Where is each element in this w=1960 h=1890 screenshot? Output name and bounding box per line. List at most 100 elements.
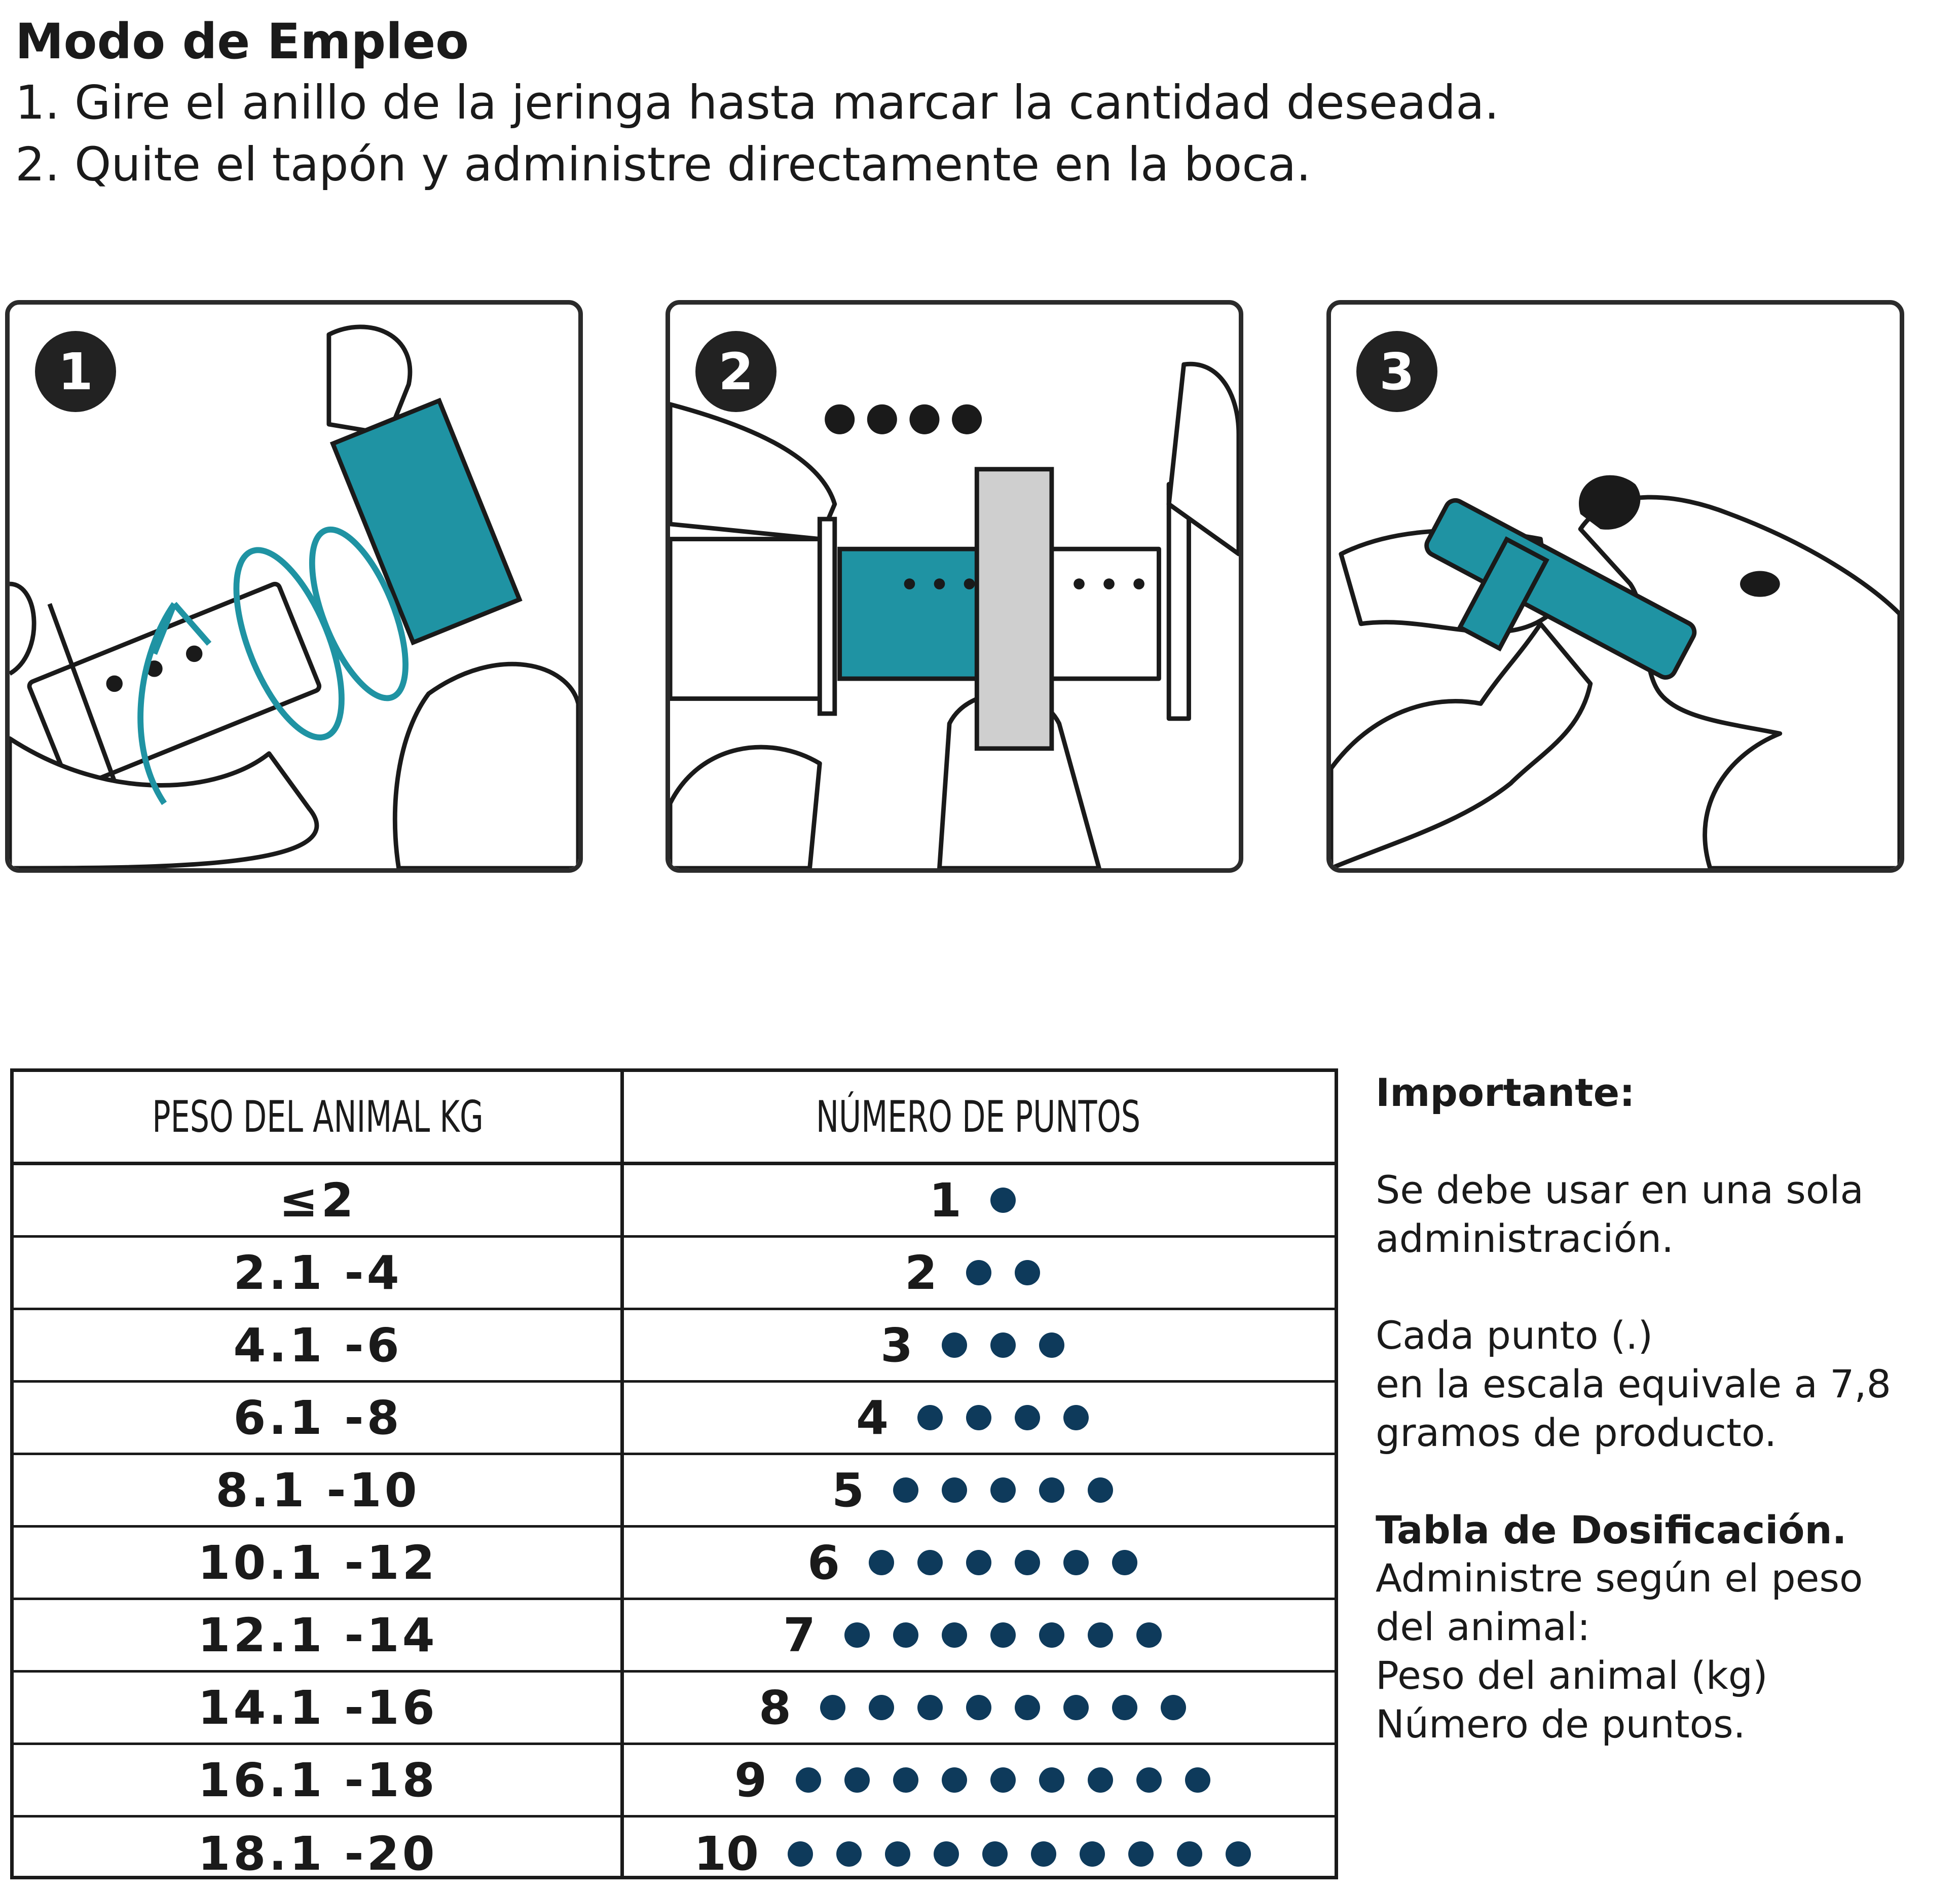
weight-cell: 16.1 -18 (198, 1753, 438, 1807)
dose-dot-icon (1039, 1767, 1064, 1793)
syringe-ring-rotate-illustration-icon (10, 324, 578, 868)
dose-dot-icon (836, 1841, 862, 1867)
dose-dot-icon (1080, 1841, 1105, 1867)
points-number: 3 (880, 1318, 913, 1373)
note-dosing-2: del animal: (1376, 1604, 1591, 1649)
dose-dot-icon (966, 1550, 991, 1575)
step-badge-1: 1 (35, 331, 116, 412)
table-row: 4.1 -6 3 (14, 1310, 1335, 1383)
dose-dot-icon (934, 1841, 959, 1867)
dose-dot-icon (893, 1622, 918, 1648)
points-cell: 8 (622, 1673, 1335, 1743)
dose-dot-icon (966, 1405, 991, 1430)
points-number: 9 (734, 1753, 767, 1807)
instructions-header: Modo de Empleo 1. Gire el anillo de la j… (15, 11, 1499, 196)
dose-dot-icon (966, 1260, 991, 1285)
dose-dot-icon (1063, 1550, 1089, 1575)
dose-dot-icon (917, 1695, 943, 1720)
instruction-step-1: 1. Gire el anillo de la jeringa hasta ma… (15, 76, 1499, 130)
dose-dot-icon (1063, 1405, 1089, 1430)
table-column-divider (620, 1072, 624, 1876)
important-notes: Importante: Se debe usar en una sola adm… (1376, 1068, 1948, 1748)
dose-dot-icon (966, 1695, 991, 1720)
points-cell: 9 (622, 1745, 1335, 1815)
note-single-use-1: Se debe usar en una sola (1376, 1167, 1864, 1212)
weight-cell: 8.1 -10 (215, 1463, 420, 1517)
dose-dot-icon (917, 1405, 943, 1430)
points-number: 6 (807, 1535, 840, 1590)
points-number: 1 (929, 1173, 961, 1228)
weight-cell: 4.1 -6 (233, 1318, 402, 1373)
dose-dot-icon (1088, 1622, 1113, 1648)
points-number: 2 (904, 1245, 937, 1300)
dose-dot-icon (1015, 1405, 1040, 1430)
note-dosing-3: Peso del animal (kg) (1376, 1652, 1768, 1698)
header-number-of-points: NÚMERO DE PUNTOS (816, 1091, 1141, 1142)
points-number: 8 (758, 1680, 791, 1735)
illustration-panel-1: 1 (5, 300, 583, 873)
dose-dot-icon (893, 1477, 918, 1503)
dose-dot-icon (1161, 1695, 1186, 1720)
dose-dot-icon (990, 1188, 1016, 1213)
dose-dot-icon (1039, 1622, 1064, 1648)
dose-dot-icon (1088, 1767, 1113, 1793)
points-number: 4 (856, 1390, 889, 1445)
dose-dot-icon (1039, 1477, 1064, 1503)
table-row: ≤2 1 (14, 1165, 1335, 1238)
dose-dot-icon (1039, 1332, 1064, 1358)
dose-dot-icon (844, 1767, 870, 1793)
note-single-use-2: administración. (1376, 1215, 1674, 1261)
dose-dot-icon (1128, 1841, 1154, 1867)
dose-dot-icon (942, 1767, 967, 1793)
points-cell: 5 (622, 1455, 1335, 1525)
table-row: 10.1 -12 6 (14, 1528, 1335, 1600)
weight-cell: 14.1 -16 (198, 1680, 438, 1735)
illustration-panel-3: 3 (1326, 300, 1904, 873)
dose-dot-icon (844, 1622, 870, 1648)
points-cell: 7 (622, 1600, 1335, 1670)
dose-dot-icon (788, 1841, 813, 1867)
weight-cell: ≤2 (279, 1173, 357, 1228)
dose-dot-icon (942, 1332, 967, 1358)
dose-dot-icon (1185, 1767, 1210, 1793)
dose-dot-icon (942, 1477, 967, 1503)
dose-dot-icon (820, 1695, 845, 1720)
dose-dot-icon (796, 1767, 821, 1793)
table-row: 16.1 -18 9 (14, 1745, 1335, 1818)
dose-dot-icon (1136, 1622, 1162, 1648)
weight-cell: 12.1 -14 (198, 1608, 438, 1662)
header-animal-weight: PESO DEL ANIMAL KG (152, 1091, 484, 1142)
dose-dot-icon (1112, 1695, 1137, 1720)
dose-dot-icon (893, 1767, 918, 1793)
dose-dot-icon (869, 1695, 894, 1720)
important-title: Importante: (1376, 1070, 1635, 1115)
dose-dot-icon (1015, 1260, 1040, 1285)
points-cell: 1 (622, 1165, 1335, 1235)
dose-dot-icon (1031, 1841, 1057, 1867)
dog-oral-administration-illustration-icon (1331, 475, 1900, 868)
dose-dot-icon (1015, 1550, 1040, 1575)
dose-dot-icon (885, 1841, 911, 1867)
table-row: 8.1 -10 5 (14, 1455, 1335, 1528)
points-number: 5 (831, 1463, 864, 1517)
page-title: Modo de Empleo (15, 13, 469, 70)
step-badge-2: 2 (695, 331, 776, 412)
note-dosing-4: Número de puntos. (1376, 1701, 1746, 1747)
points-cell: 10 (622, 1818, 1335, 1890)
dose-dot-icon (990, 1477, 1016, 1503)
dose-dot-icon (990, 1767, 1016, 1793)
weight-cell: 10.1 -12 (198, 1535, 438, 1590)
points-cell: 3 (622, 1310, 1335, 1380)
instruction-step-2: 2. Quite el tapón y administre directame… (15, 137, 1311, 192)
dose-dot-icon (1088, 1477, 1113, 1503)
note-dosing-1: Administre según el peso (1376, 1555, 1863, 1601)
dose-dot-icon (982, 1841, 1008, 1867)
points-cell: 4 (622, 1383, 1335, 1453)
dose-dot-icon (1226, 1841, 1251, 1867)
dosing-title: Tabla de Dosificación. (1376, 1507, 1847, 1552)
